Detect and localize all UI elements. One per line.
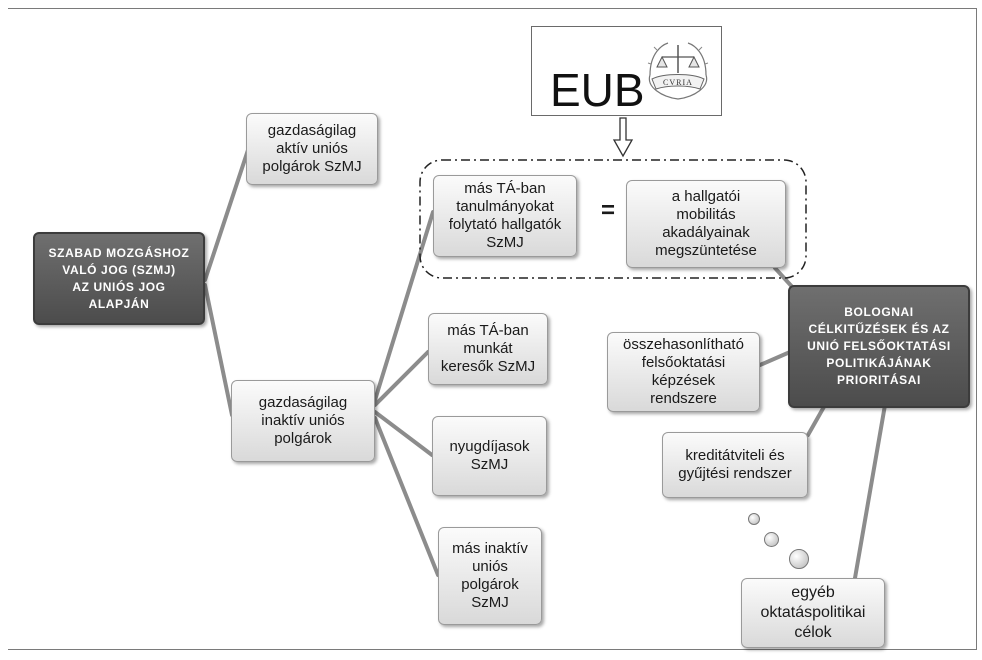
inactive-citizens-node: gazdaságilag inaktív uniós polgárok — [231, 380, 375, 462]
connector-root-inactive — [203, 283, 234, 417]
connector-comparable-bologna — [758, 350, 792, 367]
down-arrow-icon — [612, 117, 634, 158]
other-goals-node: egyéb oktatáspolitikai célok — [741, 578, 885, 648]
curia-emblem-text: CVRIA — [663, 78, 693, 87]
comparable-systems-node: összehasonlítható felsőoktatási képzések… — [607, 332, 760, 412]
thought-bubble-large — [789, 549, 809, 569]
connector-goals-bologna — [853, 403, 887, 580]
eub-label: EUB — [550, 64, 645, 116]
other-inactive-node: más inaktív uniós polgárok SzMJ — [438, 527, 542, 625]
connector-inactive-other — [373, 416, 440, 577]
mobility-group-outline — [419, 159, 807, 279]
connector-inactive-pensioners — [373, 410, 434, 457]
mobility-node: a hallgatói mobilitás akadályainak megsz… — [626, 180, 786, 268]
eub-court-box: EUB CVRIA — [531, 26, 722, 116]
connector-inactive-students — [373, 210, 435, 402]
connector-credit-bologna — [806, 403, 827, 437]
active-citizens-node: gazdaságilag aktív uniós polgárok SzMJ — [246, 113, 378, 185]
thought-bubble-medium — [764, 532, 779, 547]
pensioners-node: nyugdíjasok SzMJ — [432, 416, 547, 496]
students-node: más TÁ-ban tanulmányokat folytató hallga… — [433, 175, 577, 257]
equals-sign: = — [600, 197, 615, 224]
frame-right-border — [976, 8, 977, 650]
frame-top-border — [8, 8, 976, 9]
thought-bubble-small — [748, 513, 760, 525]
connector-inactive-jobseekers — [373, 350, 430, 407]
credit-system-node: kreditátviteli és gyűjtési rendszer — [662, 432, 808, 498]
jobseekers-node: más TÁ-ban munkát keresők SzMJ — [428, 313, 548, 385]
connector-root-active — [203, 148, 250, 282]
frame-bottom-border — [8, 649, 976, 650]
bologna-node: BOLOGNAI CÉLKITŰZÉSEK ÉS AZ UNIÓ FELSŐOK… — [788, 285, 970, 408]
court-emblem-icon: CVRIA — [644, 35, 712, 107]
root-node: SZABAD MOZGÁSHOZ VALÓ JOG (SZMJ) AZ UNIÓ… — [33, 232, 205, 325]
